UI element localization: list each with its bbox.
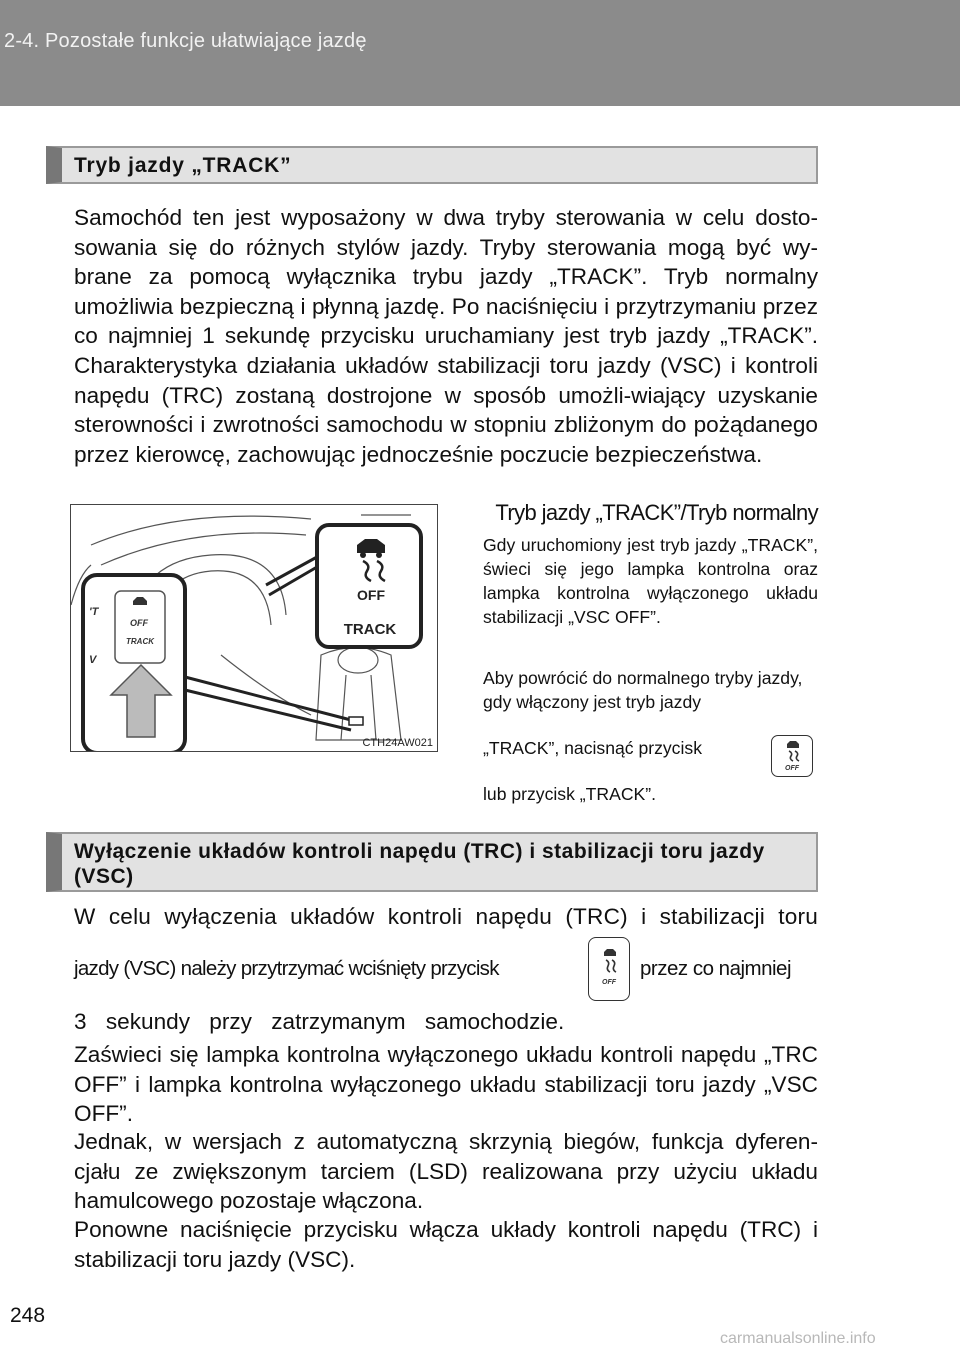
zoom-track-label: TRACK: [344, 621, 397, 638]
small-track-label: TRACK: [126, 637, 155, 646]
figure-caption: Tryb jazdy „TRACK”/Tryb normalny: [495, 500, 818, 525]
figure-code: CTH24AW021: [362, 737, 433, 749]
track-lamp-note: Gdy uruchomiony jest tryb jazdy „TRACK”,…: [483, 535, 818, 627]
trc-vsc-line2b: przez co najmniej: [640, 957, 792, 980]
trc-vsc-line2a: jazdy (VSC) należy przytrzymać wciśnięty…: [74, 957, 499, 980]
zoom-off-label: OFF: [357, 587, 385, 603]
trc-vsc-line1: W celu wyłączenia układów kontroli napęd…: [74, 904, 818, 929]
page-header: 2-4. Pozostałe funkcje ułatwiające jazdę: [0, 0, 960, 106]
zoomed-button-group: OFF TRACK: [265, 523, 423, 649]
vsc-off-button-icon-large: OFF: [588, 937, 630, 1001]
trc-vsc-line3: 3 sekundy przy zatrzymanym samochodzie.: [74, 1009, 565, 1034]
trc-off-lamp-paragraph: Zaświeci się lampka kontrolna wyłączoneg…: [74, 1042, 818, 1127]
lsd-paragraph: Jednak, w wersjach z automatyczną skrzyn…: [74, 1129, 818, 1214]
track-mode-paragraph: Samochód ten jest wyposażony w dwa tryby…: [74, 205, 818, 467]
car-skid-icon: [357, 539, 386, 583]
return-normal-note: Aby powrócić do normalnego tryby jazdy, …: [483, 668, 803, 712]
svg-text:'T: 'T: [89, 606, 100, 618]
reenable-paragraph: Ponowne naciśnięcie przycisku włącza ukł…: [74, 1217, 818, 1272]
press-button-note: „TRACK”, nacisnąć przycisk: [483, 738, 702, 758]
dashboard-drawing: OFF TRACK OFF TRACK 'T V: [71, 514, 423, 751]
small-panel-group: OFF TRACK 'T V: [81, 573, 364, 751]
section-title-track-mode: Tryb jazdy „TRACK”: [46, 146, 818, 184]
icon-off-label: OFF: [785, 765, 800, 772]
or-track-button-note: lub przycisk „TRACK”.: [483, 784, 657, 804]
icon-off-label-large: OFF: [602, 979, 617, 986]
svg-text:V: V: [89, 654, 98, 666]
small-off-label: OFF: [130, 618, 148, 628]
vsc-off-button-icon: OFF: [771, 735, 813, 777]
watermark: carmanualsonline.info: [720, 1330, 876, 1347]
header-title: 2-4. Pozostałe funkcje ułatwiające jazdę: [4, 30, 367, 52]
page-number: 248: [10, 1304, 46, 1327]
dashboard-illustration: OFF TRACK OFF TRACK 'T V CTH24AW021: [70, 504, 438, 752]
section-title-trc-vsc-off: Wyłączenie układów kontroli napędu (TRC)…: [46, 832, 818, 892]
pointer-arrow: [109, 663, 173, 738]
